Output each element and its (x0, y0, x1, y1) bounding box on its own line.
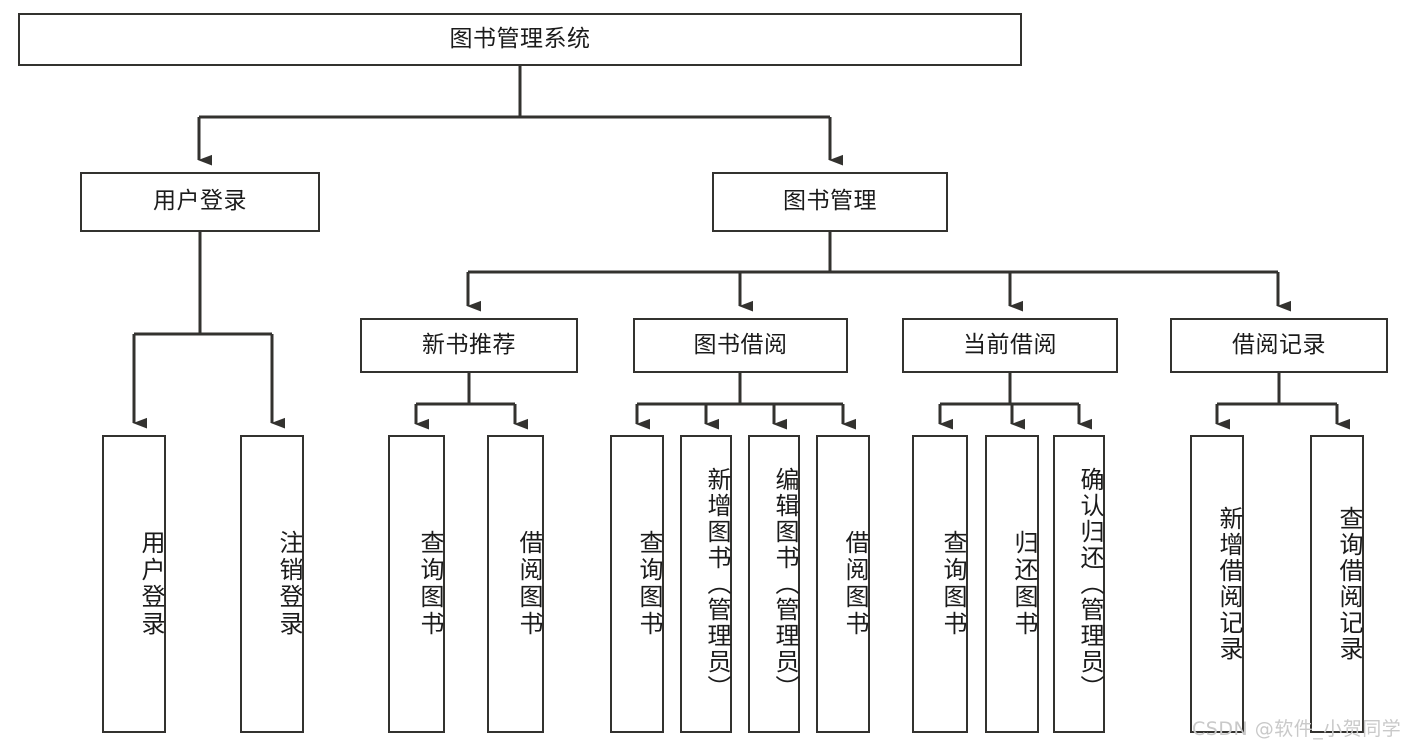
node-book-borrow[interactable]: 图书借阅 (633, 318, 848, 373)
leaf-return-book[interactable]: 归还图书 (985, 435, 1039, 733)
node-borrow-record-label: 借阅记录 (1232, 331, 1326, 358)
leaf-return-book-label: 归还图书 (1010, 530, 1038, 638)
node-book-borrow-label: 图书借阅 (693, 331, 788, 358)
leaf-query-book-borrow-label: 查询图书 (635, 530, 663, 638)
node-user-login[interactable]: 用户登录 (80, 172, 320, 232)
leaf-confirm-return-admin[interactable]: 确认归还（管理员） (1053, 435, 1105, 733)
leaf-query-book-rec-label: 查询图书 (416, 530, 444, 638)
node-current-borrow-label: 当前借阅 (963, 331, 1057, 358)
leaf-query-book-rec[interactable]: 查询图书 (388, 435, 445, 733)
leaf-logout[interactable]: 注销登录 (240, 435, 304, 733)
leaf-confirm-return-admin-label: 确认归还（管理员） (1076, 467, 1104, 701)
leaf-query-book-current-label: 查询图书 (939, 530, 967, 638)
leaf-user-login[interactable]: 用户登录 (102, 435, 166, 733)
leaf-user-login-label: 用户登录 (137, 530, 165, 638)
leaf-query-book-current[interactable]: 查询图书 (912, 435, 968, 733)
node-book-management[interactable]: 图书管理 (712, 172, 948, 232)
node-root[interactable]: 图书管理系统 (18, 13, 1022, 66)
node-borrow-record[interactable]: 借阅记录 (1170, 318, 1388, 373)
leaf-query-borrow-record-label: 查询借阅记录 (1335, 506, 1363, 662)
leaf-edit-book-admin[interactable]: 编辑图书（管理员） (748, 435, 800, 733)
leaf-borrow-book[interactable]: 借阅图书 (816, 435, 870, 733)
leaf-edit-book-admin-label: 编辑图书（管理员） (771, 467, 799, 701)
node-current-borrow[interactable]: 当前借阅 (902, 318, 1118, 373)
leaf-borrow-book-rec[interactable]: 借阅图书 (487, 435, 544, 733)
leaf-add-borrow-record[interactable]: 新增借阅记录 (1190, 435, 1244, 733)
leaf-query-borrow-record[interactable]: 查询借阅记录 (1310, 435, 1364, 733)
node-new-book-recommend-label: 新书推荐 (422, 331, 516, 358)
csdn-watermark: CSDN @软件_小贺同学 (1192, 718, 1402, 740)
node-user-login-label: 用户登录 (153, 188, 247, 215)
node-book-management-label: 图书管理 (783, 188, 877, 215)
leaf-add-borrow-record-label: 新增借阅记录 (1215, 506, 1243, 662)
leaf-add-book-admin[interactable]: 新增图书（管理员） (680, 435, 732, 733)
node-new-book-recommend[interactable]: 新书推荐 (360, 318, 578, 373)
leaf-logout-label: 注销登录 (275, 530, 303, 638)
leaf-borrow-book-label: 借阅图书 (841, 530, 869, 638)
node-root-label: 图书管理系统 (449, 25, 591, 52)
leaf-borrow-book-rec-label: 借阅图书 (515, 530, 543, 638)
leaf-query-book-borrow[interactable]: 查询图书 (610, 435, 664, 733)
leaf-add-book-admin-label: 新增图书（管理员） (703, 467, 731, 701)
